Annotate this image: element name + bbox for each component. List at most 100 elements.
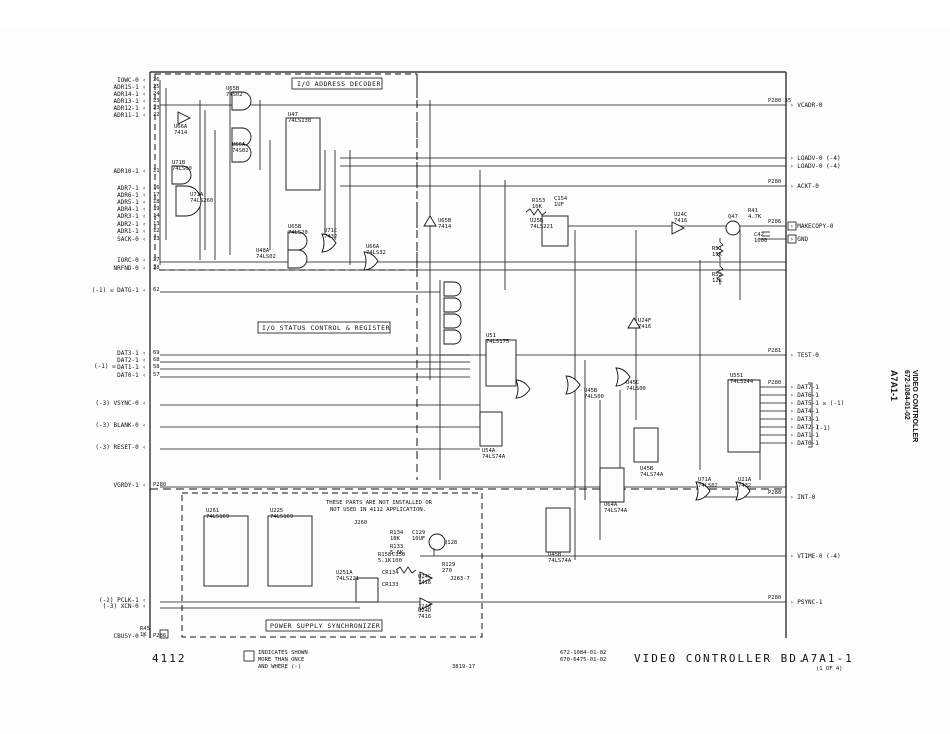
passive-ref-16: J263-7 <box>450 576 470 582</box>
passive-value-10: 5.6K <box>390 550 404 556</box>
section-labels: I/O ADDRESS DECODER I/O STATUS CONTROL &… <box>257 77 433 632</box>
chip-type-23: 74LS74A <box>548 558 572 564</box>
left-pin-0: 26 <box>153 77 160 83</box>
right-pin-3: P280 <box>768 179 781 185</box>
passive-ref-11: R129 <box>442 562 455 568</box>
passive-ref-6: R158 <box>378 552 391 558</box>
chip-ref-20: U71A <box>698 477 712 483</box>
left-pin-20: 58 <box>153 364 160 370</box>
chip-ref-29: Q47 <box>728 214 738 220</box>
left-pin-21: 57 <box>153 372 160 378</box>
chip-type-10: 7414 <box>438 224 452 230</box>
chip-u25b-74ls221 <box>541 215 569 247</box>
right-signal-11: › DAT3-1 <box>790 416 819 423</box>
chip-type-21: 7432 <box>738 483 751 489</box>
legend-box <box>243 650 255 662</box>
chip-ref-9: U66A <box>366 244 380 250</box>
chip-type-28: 7416 <box>418 614 431 620</box>
scan-top-margin <box>0 0 950 30</box>
chip-u47-74ls138 <box>285 117 321 191</box>
left-signal-12: ADR2-1 ‹ <box>117 221 146 228</box>
right-signal-14: › DAT0-1 <box>790 440 819 447</box>
chip-ref-24: U261 <box>206 508 219 514</box>
chip-type-7: 74LS02 <box>256 254 276 260</box>
chip-type-8: 7432 <box>324 234 337 240</box>
chip-ref-28: U24D <box>418 608 431 614</box>
chip-ref-19: U45B <box>640 466 654 472</box>
chip-ref-25: U225 <box>270 508 283 514</box>
right-pin-17: P280 <box>768 595 781 601</box>
passive-value-14: 1K <box>140 632 147 638</box>
power-sync-boundary <box>181 492 483 638</box>
left-signal-21: DAT0-1 ‹ <box>117 372 146 379</box>
chip-ref-13: U45C <box>626 380 639 386</box>
chip-type-20: 74LS02 <box>698 483 718 489</box>
right-signal-0: › VCADR-0 <box>790 102 823 109</box>
left-signal-20: DAT1-1 ‹ <box>117 364 146 371</box>
left-pin-3: 23 <box>153 98 160 104</box>
chip-type-13: 74LS00 <box>626 386 646 392</box>
chip-ref-23: U45B <box>548 552 562 558</box>
left-pin-10: 19 <box>153 206 160 212</box>
chip-type-11: 74LS175 <box>486 339 509 345</box>
right-signal-7: › DAT7-1 <box>790 384 819 391</box>
left-pin-16: 28 <box>153 265 160 271</box>
right-signal-13: › DAT1-1 <box>790 432 819 439</box>
right-pin-0: P280 35 <box>768 98 791 104</box>
left-signal-19: DAT2-1 ‹ <box>117 357 146 364</box>
chip-type-5: 74LS260 <box>190 198 213 204</box>
passive-ref-0: R153 <box>532 198 545 204</box>
side-label-1: VIDEO CONTROLLER <box>911 370 918 443</box>
passive-ref-10: R133 <box>390 544 403 550</box>
left-pin-19: 68 <box>153 357 160 363</box>
right-signal-8: › DAT6-1 <box>790 392 819 399</box>
right-pin-7: P280 <box>768 380 781 386</box>
legend-line-1: INDICATES SHOWN <box>258 650 308 656</box>
passive-ref-1: C154 <box>554 196 568 202</box>
chip-type-17: 74LS244 <box>730 379 754 385</box>
left-pin-8: 17 <box>153 192 160 198</box>
chip-type-27: 7416 <box>418 580 431 586</box>
sheet-number: (1 OF 4) <box>816 666 843 672</box>
left-signal-8: ADR6-1 ‹ <box>117 192 146 199</box>
left-pin-4: 23 <box>153 105 160 111</box>
chip-ref-7: U48A <box>256 248 270 254</box>
chip-type-12: 74LS00 <box>584 394 604 400</box>
right-signal-12: › DAT2-1 <box>790 424 819 431</box>
drawing-number: 3819-17 <box>452 664 475 670</box>
chip-ref-3: U71B <box>172 160 186 166</box>
chip-type-6: 74LS20 <box>288 230 308 236</box>
left-pin-6: 21 <box>153 168 160 174</box>
chip-u261-74ls169 <box>203 515 249 587</box>
passive-value-0: 10K <box>532 204 543 210</box>
left-pin-12: 13 <box>153 221 160 227</box>
chip-type-18: 74LS74A <box>482 454 506 460</box>
chip-ref-26: U251A <box>336 570 353 576</box>
chip-ref-0: U65B <box>226 86 240 92</box>
right-signal-5: › GND <box>790 236 808 243</box>
left-pin-7: 16 <box>153 185 160 191</box>
chip-ref-2: U66A <box>232 142 246 148</box>
right-pin-15: P280 <box>768 490 781 496</box>
left-signal-9: ADR5-1 ‹ <box>117 199 146 206</box>
left-pin-25: P280 <box>153 482 166 488</box>
passive-ref-8: R134 <box>390 530 404 536</box>
right-signal-15: › INT-0 <box>790 494 816 501</box>
note-line-2: NOT USED IN 4112 APPLICATION. <box>330 507 426 513</box>
left-signal-28: CBUSY-0 ‹ <box>113 633 146 640</box>
left-pin-15: 27 <box>153 257 160 263</box>
passive-value-5: 12K <box>712 278 723 284</box>
passive-value-3: 1000 <box>754 238 767 244</box>
data-group-label: (-1) ☒ <box>94 363 116 370</box>
chip-type-3: 74LS00 <box>172 166 192 172</box>
left-signal-5: ADR11-1 ‹ <box>113 112 146 119</box>
chip-ref-4: U47 <box>288 112 298 118</box>
passive-ref-12: CR134 <box>382 570 399 576</box>
passive-ref-3: C42 <box>754 232 764 238</box>
left-signal-22: (-3) VSYNC-0 ‹ <box>95 400 146 407</box>
right-signal-1: › LOADV-0 (-4) <box>790 155 841 162</box>
legend-line-2: MORE THAN ONCE <box>258 657 304 663</box>
chip-ref-15: U24C <box>674 212 687 218</box>
